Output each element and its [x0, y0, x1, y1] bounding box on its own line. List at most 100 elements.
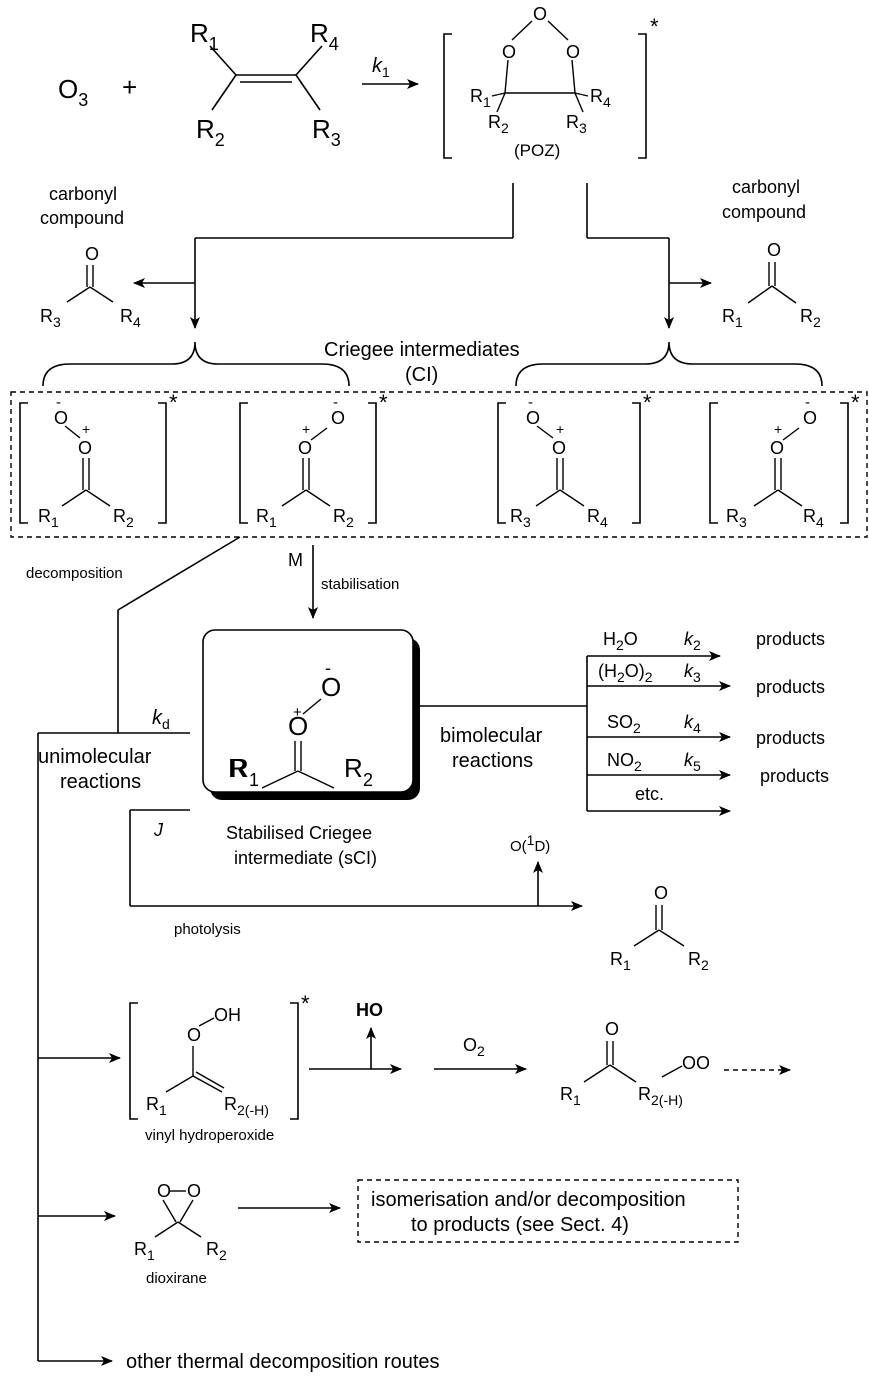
- split-arrows: [133, 183, 712, 329]
- svg-text:2: 2: [363, 770, 373, 790]
- svg-text:O: O: [321, 672, 341, 702]
- svg-text:compound: compound: [40, 208, 124, 228]
- svg-text:R4: R4: [310, 18, 339, 54]
- svg-text:*: *: [650, 14, 659, 39]
- reaction-no2: NO2 k5 products: [587, 750, 829, 786]
- sci-label: Stabilised Criegee intermediate (sCI): [226, 823, 377, 868]
- svg-text:k1: k1: [372, 55, 390, 80]
- ci-r1-r2-anti: * O + O - R1 R2: [239, 390, 388, 530]
- svg-text:O(1D): O(1D): [510, 832, 550, 855]
- brace-left: [42, 341, 350, 387]
- svg-text:R: R: [230, 753, 249, 783]
- svg-text:HO: HO: [356, 1000, 383, 1020]
- svg-text:+: +: [774, 421, 782, 437]
- kd-label: kd: [152, 707, 170, 732]
- svg-text:-: -: [325, 658, 331, 678]
- svg-text:R1: R1: [722, 306, 743, 330]
- svg-text:R2: R2: [488, 112, 509, 136]
- ci-heading: Criegee intermediates (CI): [324, 339, 520, 386]
- ozone-reactant: O3: [58, 74, 88, 110]
- svg-text:-: -: [56, 394, 61, 411]
- ci-r3-r4-syn: * O - O + R3 R4: [497, 390, 652, 530]
- svg-text:R1: R1: [560, 1084, 581, 1108]
- svg-text:R3: R3: [510, 506, 531, 530]
- svg-text:R1: R1: [470, 86, 491, 110]
- carbonyl-label-left: carbonyl compound: [40, 184, 124, 228]
- svg-text:O: O: [298, 438, 312, 458]
- svg-text:compound: compound: [722, 202, 806, 222]
- svg-text:+: +: [82, 421, 90, 437]
- svg-text:R2: R2: [196, 114, 225, 150]
- svg-text:-: -: [528, 394, 533, 411]
- decomposition-label: decomposition: [26, 565, 123, 582]
- svg-text:reactions: reactions: [452, 750, 533, 772]
- svg-text:-: -: [805, 394, 810, 411]
- svg-text:R4: R4: [803, 506, 824, 530]
- decomposition-line: [117, 536, 241, 611]
- svg-text:O3: O3: [58, 74, 88, 110]
- svg-text:O: O: [605, 1019, 619, 1039]
- svg-text:R1: R1: [38, 506, 59, 530]
- k1-arrow: k1: [362, 55, 419, 89]
- svg-text:O: O: [54, 408, 68, 428]
- svg-text:products: products: [756, 677, 825, 697]
- svg-text:(CI): (CI): [405, 364, 438, 386]
- svg-text:R2: R2: [688, 949, 709, 973]
- svg-text:*: *: [169, 390, 178, 415]
- bimolecular-label: bimolecular reactions: [440, 725, 543, 772]
- o2-arrow: O2: [434, 1035, 527, 1074]
- svg-text:R1: R1: [146, 1094, 167, 1118]
- svg-text:k5: k5: [684, 750, 701, 774]
- svg-text:O: O: [566, 42, 580, 62]
- svg-text:*: *: [301, 991, 310, 1016]
- poz-label: (POZ): [514, 141, 560, 160]
- svg-text:R2: R2: [333, 506, 354, 530]
- svg-text:R1: R1: [256, 506, 277, 530]
- svg-text:R2: R2: [113, 506, 134, 530]
- svg-text:R4: R4: [120, 306, 141, 330]
- svg-text:kd: kd: [152, 707, 170, 732]
- other-routes-label: other thermal decomposition routes: [126, 1351, 440, 1373]
- svg-text:R2: R2: [206, 1239, 227, 1263]
- svg-text:*: *: [643, 390, 652, 415]
- svg-text:J: J: [153, 820, 164, 840]
- svg-text:+: +: [302, 421, 310, 437]
- svg-text:O: O: [288, 711, 308, 741]
- ci-dashed-box: [10, 391, 868, 538]
- svg-text:R2(-H): R2(-H): [224, 1094, 269, 1118]
- svg-text:O: O: [552, 438, 566, 458]
- svg-text:O: O: [533, 4, 547, 24]
- svg-text:O: O: [770, 438, 784, 458]
- svg-text:(H2O)2: (H2O)2: [598, 661, 653, 685]
- svg-text:products: products: [756, 728, 825, 748]
- svg-text:O: O: [654, 883, 668, 903]
- svg-text:k3: k3: [684, 661, 701, 685]
- peroxy-radical: O R1 R2(-H) OO: [560, 1019, 710, 1108]
- svg-text:R4: R4: [590, 86, 611, 110]
- svg-text:R1: R1: [190, 18, 219, 54]
- photolysis-carbonyl: O R1 R2: [610, 883, 709, 973]
- svg-text:+: +: [556, 421, 564, 437]
- svg-text:O: O: [187, 1181, 201, 1201]
- svg-text:R3: R3: [726, 506, 747, 530]
- svg-text:H2O: H2O: [603, 629, 638, 653]
- svg-text:carbonyl: carbonyl: [732, 177, 800, 197]
- brace-right: [515, 341, 823, 387]
- svg-text:bimolecular: bimolecular: [440, 725, 543, 747]
- svg-text:O: O: [78, 438, 92, 458]
- svg-text:carbonyl: carbonyl: [49, 184, 117, 204]
- carbonyl-r1-r2: O R1 R2: [722, 240, 821, 330]
- svg-text:O: O: [85, 244, 99, 264]
- vinyl-hydroperoxide-label: vinyl hydroperoxide: [145, 1127, 274, 1144]
- svg-text:*: *: [851, 390, 860, 415]
- svg-text:R2: R2: [800, 306, 821, 330]
- plus-sign: +: [122, 72, 137, 102]
- svg-text:Stabilised Criegee: Stabilised Criegee: [226, 823, 372, 843]
- svg-text:reactions: reactions: [60, 771, 141, 793]
- svg-text:SO2: SO2: [607, 712, 641, 736]
- dioxirane-label: dioxirane: [146, 1270, 207, 1287]
- svg-text:O: O: [502, 42, 516, 62]
- svg-text:R4: R4: [587, 506, 608, 530]
- photolysis-branch: J photolysis O(1D): [129, 809, 583, 938]
- reaction-h2o: H2O k2 products: [587, 629, 825, 661]
